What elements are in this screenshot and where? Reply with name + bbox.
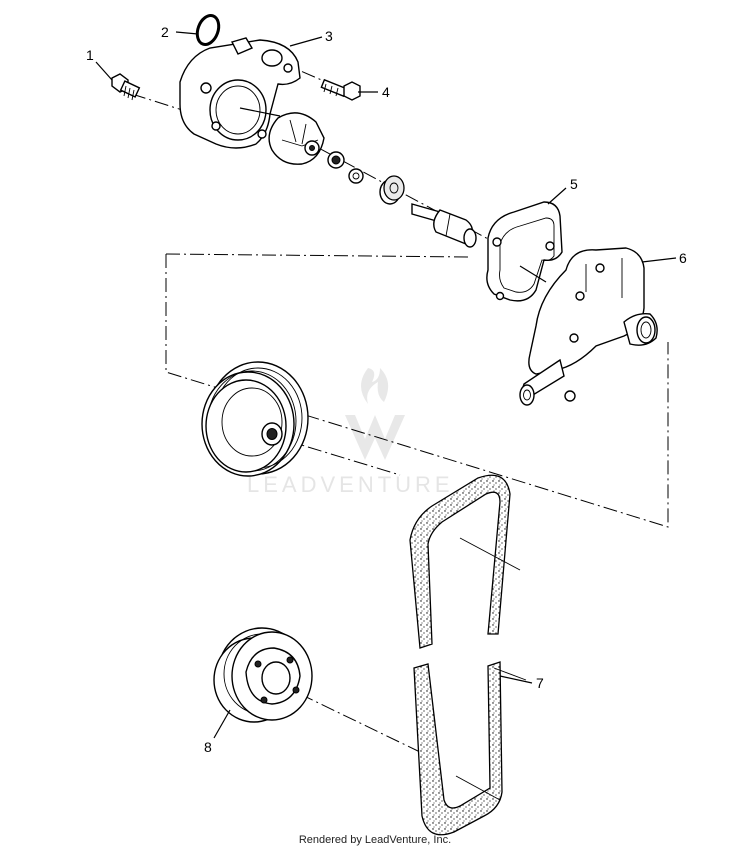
callout-2: 2 <box>161 24 169 40</box>
callout-5: 5 <box>570 176 578 192</box>
reference-box <box>165 253 669 528</box>
part-2-o-ring <box>195 13 221 47</box>
callout-8: 8 <box>204 739 212 755</box>
part-6-pump-housing <box>519 247 658 406</box>
callout-3: 3 <box>325 28 333 44</box>
callout-6: 6 <box>679 250 687 266</box>
leader-lines <box>95 31 677 739</box>
pump-shaft <box>411 203 477 248</box>
callout-1: 1 <box>86 47 94 63</box>
render-credit: Rendered by LeadVenture, Inc. <box>298 834 452 846</box>
seal-and-bearings <box>327 151 405 205</box>
center-lines <box>131 61 491 753</box>
part-5-gasket <box>486 201 563 302</box>
part-1-bolt <box>111 73 141 101</box>
watermark-text: LEADVENTURE <box>247 472 454 497</box>
upper-pulley <box>201 361 309 477</box>
watermark-logo: LEADVENTURE <box>247 368 454 497</box>
callout-4: 4 <box>382 84 390 100</box>
part-8-crank-pulley <box>213 627 313 723</box>
callouts: 1 2 3 4 5 6 7 8 <box>86 24 687 755</box>
part-3-pump-cover <box>179 37 301 149</box>
part-7-belt <box>409 474 527 836</box>
impeller <box>268 112 325 165</box>
part-4-bolt <box>320 78 361 101</box>
callout-7: 7 <box>536 675 544 691</box>
